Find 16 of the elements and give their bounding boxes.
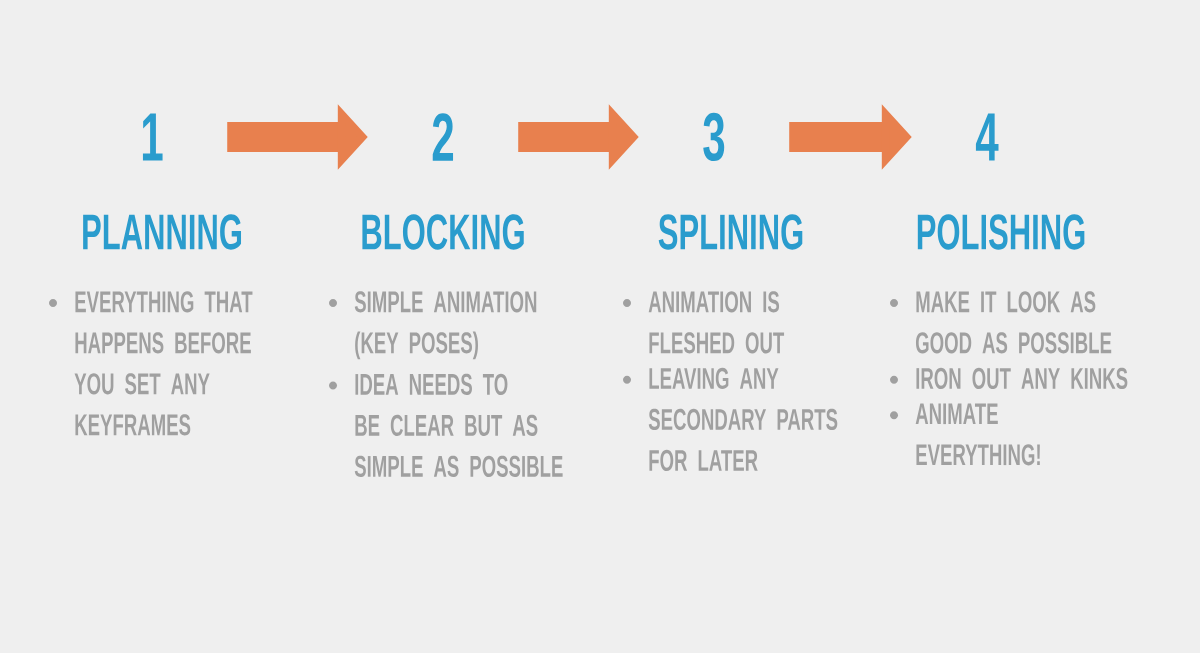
bullet-text: EVERYTHING THAT HAPPENS BEFORE YOU SET ANY KEYFRAMES <box>74 291 253 436</box>
bullet-text: ANIMATE EVERYTHING! <box>915 403 1040 466</box>
step-heading: PLANNING <box>83 214 241 250</box>
step-number: 1 <box>142 113 163 161</box>
step-number: 3 <box>703 112 725 162</box>
bullet-text: SIMPLE ANIMATION (KEY POSES) <box>354 291 537 360</box>
bullet-text: IDEA NEEDS TO BE CLEAR BUT AS SIMPLE AS POSSIBLE <box>354 373 563 477</box>
step-number: 4 <box>975 113 999 161</box>
step-number: 2 <box>432 113 454 161</box>
bullet-text: IRON OUT ANY KINKS <box>916 367 1128 390</box>
step-heading: BLOCKING <box>362 214 524 250</box>
bullet-text: MAKE IT LOOK AS GOOD AS POSSIBLE <box>915 291 1112 354</box>
bullet-text: ANIMATION IS FLESHED OUT <box>648 291 785 354</box>
bullet-text: LEAVING ANY SECONDARY PARTS FOR LATER <box>648 367 838 472</box>
step-heading: POLISHING <box>917 214 1085 250</box>
step-heading: SPLINING <box>658 214 803 250</box>
